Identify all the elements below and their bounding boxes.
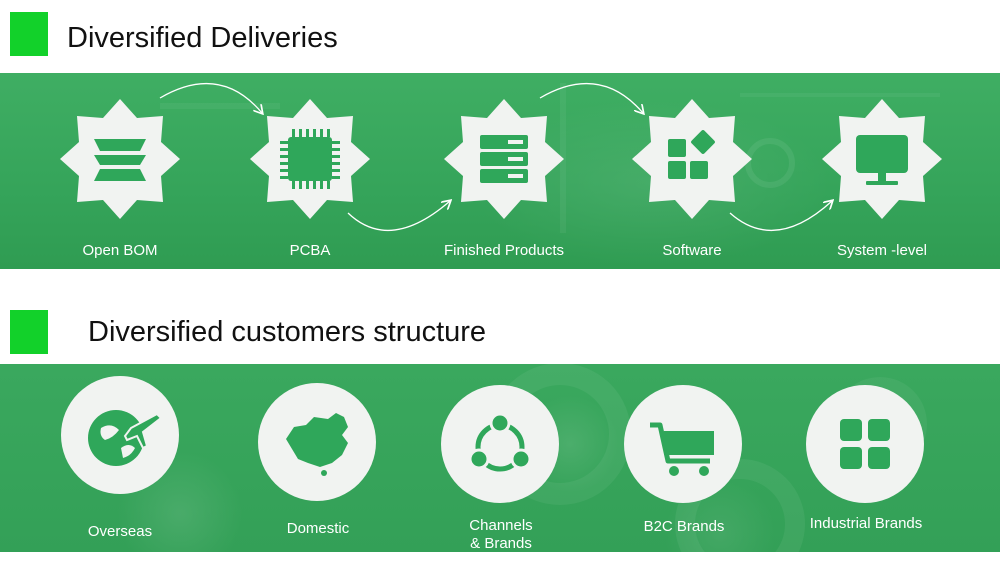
badge-system-level: [822, 99, 942, 219]
grid-icon: [840, 419, 890, 469]
badge-overseas: [61, 376, 179, 494]
flow-arrows: [159, 82, 1000, 232]
label-open-bom: Open BOM: [82, 242, 158, 259]
section-marker-customers: [10, 310, 48, 354]
server-icon: [480, 135, 528, 183]
band-background-decor: [160, 83, 940, 233]
badge-finished-products: [444, 99, 564, 219]
badge-domestic: [258, 383, 376, 501]
arrow-finished-to-software: [539, 82, 643, 113]
label-pcba: PCBA: [289, 242, 331, 259]
badge-b2c-brands: [624, 385, 742, 503]
badge-industrial-brands: [806, 385, 924, 503]
customers-band: Overseas Domestic Channels & Brands B2C …: [0, 364, 1000, 552]
badge-channels-brands: [441, 385, 559, 503]
apps-icon: [668, 130, 715, 179]
chip-icon: [280, 129, 340, 189]
arrow-pcba-to-finished: [347, 201, 450, 232]
arrow-bom-to-pcba: [159, 82, 262, 113]
label-b2c-brands: B2C Brands: [643, 518, 725, 535]
deliveries-band: Open BOM PCBA F: [0, 73, 1000, 269]
cart-icon: [650, 422, 714, 476]
label-overseas: Overseas: [87, 523, 153, 540]
badge-software: [632, 99, 752, 219]
label-channels-brands: Channels & Brands: [441, 517, 561, 552]
globe-plane-icon: [88, 410, 163, 466]
label-system-level: System -level: [836, 242, 928, 259]
layers-icon: [94, 139, 146, 181]
label-channels-line2: & Brands: [470, 535, 532, 552]
label-finished-products: Finished Products: [443, 242, 565, 259]
section-marker-deliveries: [10, 12, 48, 56]
section-title-customers: Diversified customers structure: [88, 316, 487, 348]
share-icon: [468, 412, 532, 472]
section-title-deliveries: Diversified Deliveries: [67, 22, 338, 54]
china-map-icon: [286, 413, 348, 476]
label-industrial-brands: Industrial Brands: [809, 515, 923, 532]
label-software: Software: [662, 242, 722, 259]
label-channels-line1: Channels: [469, 517, 533, 534]
badge-open-bom: [60, 99, 180, 219]
monitor-icon: [856, 135, 908, 185]
label-domestic: Domestic: [286, 520, 350, 537]
badge-pcba: [250, 99, 370, 219]
arrow-software-to-system: [729, 201, 832, 232]
